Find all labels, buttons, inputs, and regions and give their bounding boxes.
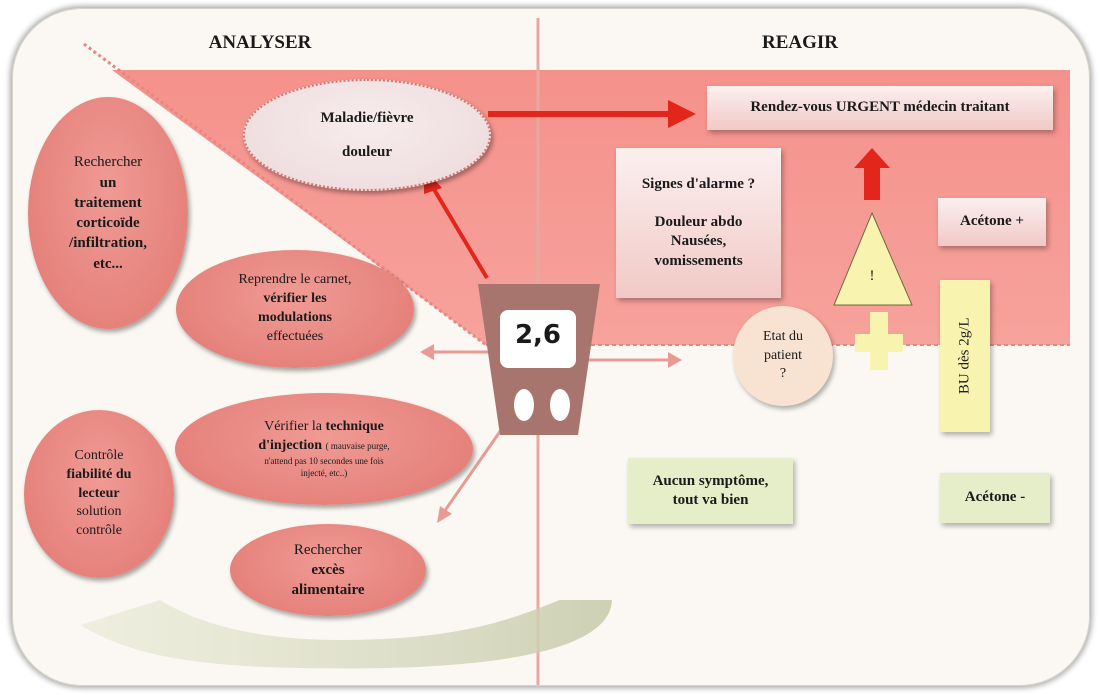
patient-state-circle: Etat du patient ?	[733, 306, 833, 406]
patient-line1: Etat du	[762, 328, 804, 344]
header-reagir: REAGIR	[761, 32, 838, 53]
injection-line4: injecté, etc..)	[300, 467, 348, 478]
exces-line2: excès	[311, 561, 345, 578]
fever-line2: douleur	[341, 144, 392, 160]
exces-line3: alimentaire	[291, 582, 365, 599]
injection-ellipse: Vérifier la technique d'injection ( mauv…	[175, 393, 473, 505]
meter-button-left	[514, 389, 534, 421]
warning-symbol: !	[869, 268, 875, 284]
alarm-line3: Nausées,	[670, 233, 727, 249]
warning-triangle	[833, 211, 913, 306]
arrow-meter-down	[442, 419, 510, 513]
acetone-plus-label: Acétone +	[960, 213, 1024, 230]
no-symptom-line1: Aucun symptôme,	[652, 472, 769, 489]
acetone-plus-box: Acétone +	[938, 198, 1046, 246]
plus-sign	[855, 312, 903, 370]
urgent-box: Rendez-vous URGENT médecin traitant	[707, 86, 1053, 130]
cortico-line2: un	[99, 174, 117, 191]
carnet-ellipse: Reprendre le carnet, vérifier les modula…	[176, 250, 414, 368]
fever-line1: Maladie/fièvre	[320, 109, 414, 126]
patient-line3: ?	[779, 366, 787, 382]
injection-line2a: d'injection	[258, 438, 323, 454]
lecteur-line2: fiabilité du	[66, 466, 132, 482]
cortico-line1: Rechercher	[73, 154, 143, 171]
cortico-line3: traitement	[74, 194, 142, 211]
arrow-meter-to-fever	[430, 184, 489, 280]
carnet-line3: modulations	[258, 310, 332, 325]
bu-label: BU dès 2g/L	[956, 317, 973, 395]
no-symptom-line2: tout va bien	[672, 492, 749, 508]
urgent-label: Rendez-vous URGENT médecin traitant	[750, 99, 1010, 116]
carnet-line2a: vérifier	[263, 291, 308, 307]
alarm-box: Signes d'alarme ? Douleur abdo Nausées, …	[616, 148, 781, 298]
injection-line1a: Vérifier la	[264, 419, 323, 435]
carnet-line2b: les	[311, 291, 327, 307]
injection-line2b: ( mauvaise purge,	[325, 441, 390, 452]
no-symptom-box: Aucun symptôme, tout va bien	[628, 458, 793, 524]
lecteur-ellipse: Contrôle fiabilité du lecteur solution c…	[24, 410, 174, 578]
acetone-minus-label: Acétone -	[964, 489, 1026, 506]
carnet-line4: effectuées	[266, 328, 324, 344]
alarm-line4: vomissements	[654, 252, 743, 269]
lecteur-line3: lecteur	[78, 485, 120, 501]
meter-screen	[500, 310, 576, 368]
cortico-line6: etc...	[93, 255, 123, 272]
lecteur-line1: Contrôle	[74, 447, 124, 463]
acetone-minus-box: Acétone -	[940, 473, 1050, 523]
cycle-arrow	[80, 600, 612, 669]
cortico-ellipse: Rechercher un traitement corticoïde /inf…	[28, 97, 188, 329]
fever-ellipse: Maladie/fièvre douleur	[243, 79, 491, 191]
patient-line2: patient	[763, 347, 803, 363]
carnet-line1: Reprendre le carnet,	[238, 272, 352, 288]
glycemia-value: 2,6	[514, 320, 562, 350]
alarm-line2: Douleur abdo	[654, 213, 743, 230]
header-analyser: ANALYSER	[208, 32, 312, 53]
lecteur-line4: solution	[76, 504, 122, 520]
injection-line1b: technique	[325, 419, 384, 435]
cortico-line5: /infiltration,	[69, 235, 147, 252]
exces-ellipse: Rechercher excès alimentaire	[230, 524, 426, 616]
bu-box: BU dès 2g/L	[940, 280, 990, 432]
exces-line1: Rechercher	[293, 541, 363, 558]
injection-line3: n'attend pas 10 secondes une fois	[264, 456, 384, 467]
alarm-line1: Signes d'alarme ?	[641, 176, 756, 192]
arrow-fever-to-urgent-head	[668, 100, 696, 128]
meter-button-right	[550, 389, 570, 421]
cortico-line4: corticoïde	[76, 215, 140, 231]
lecteur-line5: contrôle	[76, 523, 122, 539]
up-arrow	[854, 148, 890, 200]
